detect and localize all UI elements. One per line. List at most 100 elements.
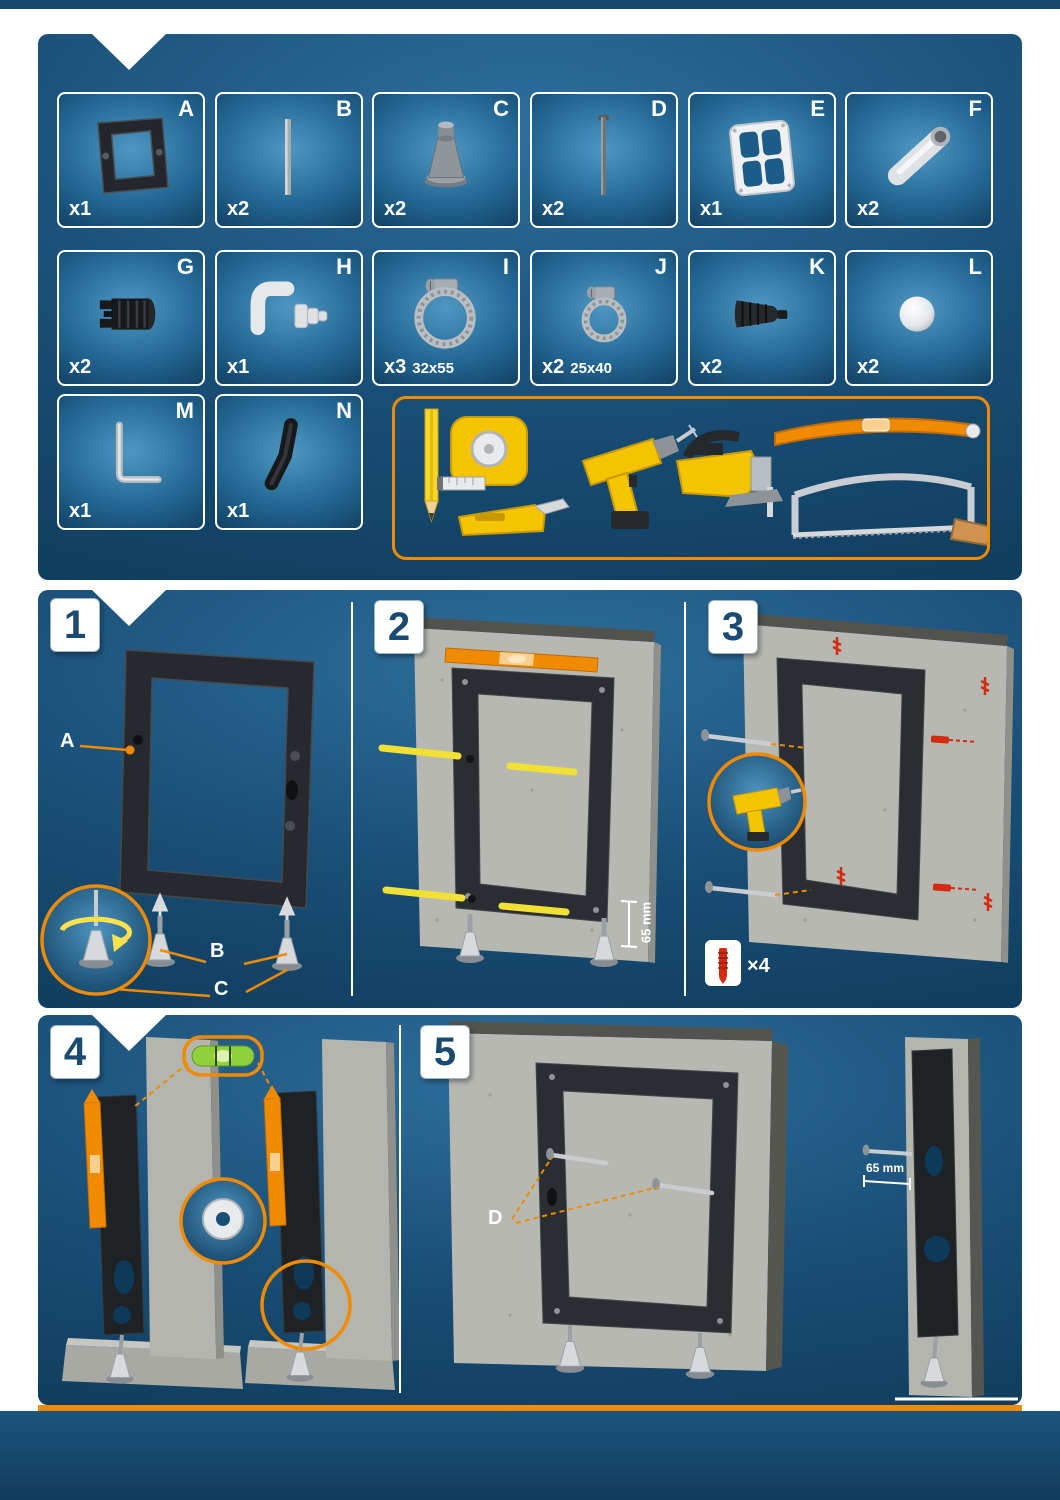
part-letter: L (968, 254, 982, 279)
step-1-illustration (40, 649, 315, 998)
foot-icon (555, 1341, 585, 1373)
step-divider (684, 602, 686, 996)
hose-clamp-small-icon (581, 286, 627, 343)
foot-icon (106, 1353, 134, 1384)
gasket-plate-icon (729, 119, 795, 197)
step-2-illustration (378, 617, 661, 967)
part-qty: x1 (69, 198, 92, 220)
step-4-badge: 4 (50, 1025, 100, 1079)
parts-panel: A x1 B x2 C x2 (38, 34, 1022, 580)
step-2-number: 2 (387, 605, 411, 649)
angled-pipe-icon (887, 126, 951, 186)
frame-side-view (911, 1048, 959, 1338)
panel-notch (92, 34, 166, 70)
mounting-frame-icon (97, 117, 169, 194)
slotted-adapter-icon (99, 298, 156, 330)
depth-label-65mm: 65 mm (638, 901, 654, 944)
step-3-illustration (701, 613, 1014, 986)
part-box-e: E x1 (688, 92, 836, 228)
screws (549, 1152, 715, 1196)
drill-marks (832, 637, 993, 911)
l-rod-icon (115, 421, 162, 483)
step-1-number: 1 (63, 603, 87, 647)
steps-4-5-panel: 4 5 (38, 1015, 1022, 1405)
part-letter: H (336, 254, 352, 279)
part-letter: E (810, 96, 825, 121)
part-qty: x2 (542, 356, 565, 378)
step-5-number: 5 (433, 1030, 457, 1074)
wall-plugs (930, 735, 952, 892)
drill-icon (581, 424, 698, 529)
part-letter: F (968, 96, 982, 121)
part-qty: x1 (700, 198, 723, 220)
step-divider (351, 602, 353, 996)
part-letter: G (176, 254, 194, 279)
part-letter: I (502, 254, 509, 279)
steps-1-3-panel: 1 2 3 (38, 590, 1022, 1008)
label-part-d: D (488, 1207, 503, 1229)
part-box-k: K x2 (688, 250, 836, 386)
part-letter: B (336, 96, 352, 121)
focus-ring (260, 1259, 352, 1351)
part-qty: x2 (542, 198, 565, 220)
label-part-a: A (60, 730, 75, 752)
part-box-a: A x1 (57, 92, 205, 228)
foot-icon (286, 1351, 314, 1382)
part-box-i: I x3 32x55 (372, 250, 520, 386)
metal-rod-icon (598, 115, 609, 195)
top-band (0, 0, 1060, 9)
part-letter: M (175, 398, 194, 423)
hose-clamp-large-icon (414, 278, 476, 349)
part-qty: x2 (69, 356, 92, 378)
part-letter: J (654, 254, 667, 279)
part-letter: A (178, 96, 194, 121)
part-letter: N (336, 398, 352, 423)
step-1-badge: 1 (50, 598, 100, 652)
part-size: 25x40 (570, 360, 612, 377)
cover-cap-icon (899, 296, 935, 332)
part-box-m: M x1 (57, 394, 205, 530)
part-size: 32x55 (412, 360, 454, 377)
pencil-icon (424, 408, 439, 523)
part-qty: x1 (227, 356, 250, 378)
depth-measure (620, 900, 638, 948)
spirit-level-icon (774, 417, 981, 447)
foot-icon (685, 1347, 715, 1379)
part-qty: x2 (384, 198, 407, 220)
elbow-connector-icon (250, 281, 328, 335)
part-box-h: H x1 (215, 250, 363, 386)
step-4-illustration (62, 1035, 400, 1390)
foot-icon (456, 914, 484, 963)
foot-icon (272, 920, 302, 971)
part-box-j: J x2 25x40 (530, 250, 678, 386)
part-box-c: C x2 (372, 92, 520, 228)
part-qty: x2 (227, 198, 250, 220)
part-qty: x1 (69, 500, 92, 522)
step-3-badge: 3 (708, 600, 758, 654)
cone-foot-icon (424, 121, 468, 188)
part-box-g: G x2 (57, 250, 205, 386)
tape-measure-icon (437, 416, 528, 491)
depth-label-65mm: 65 mm (866, 1161, 905, 1175)
rubber-cone-icon (734, 300, 788, 328)
part-letter: D (651, 96, 667, 121)
pencil-marks (378, 744, 578, 916)
step-2-badge: 2 (374, 600, 424, 654)
plug-count-label: ×4 (747, 955, 770, 977)
footer-accent-rule (38, 1405, 1022, 1411)
jigsaw-icon (675, 430, 783, 517)
part-letter: K (809, 254, 825, 279)
foot-icon (920, 1357, 948, 1388)
foot-icon (145, 916, 175, 967)
foot-icon (590, 918, 618, 967)
screw (867, 1149, 913, 1156)
part-letter: C (493, 96, 509, 121)
angled-strap-icon (264, 418, 298, 491)
foot-icon (78, 929, 114, 969)
drill-icon (732, 787, 802, 841)
required-tools-box (392, 396, 993, 560)
bubble-callout-outline (182, 1035, 264, 1077)
step-divider (399, 1025, 401, 1393)
step-4-number: 4 (63, 1030, 87, 1074)
